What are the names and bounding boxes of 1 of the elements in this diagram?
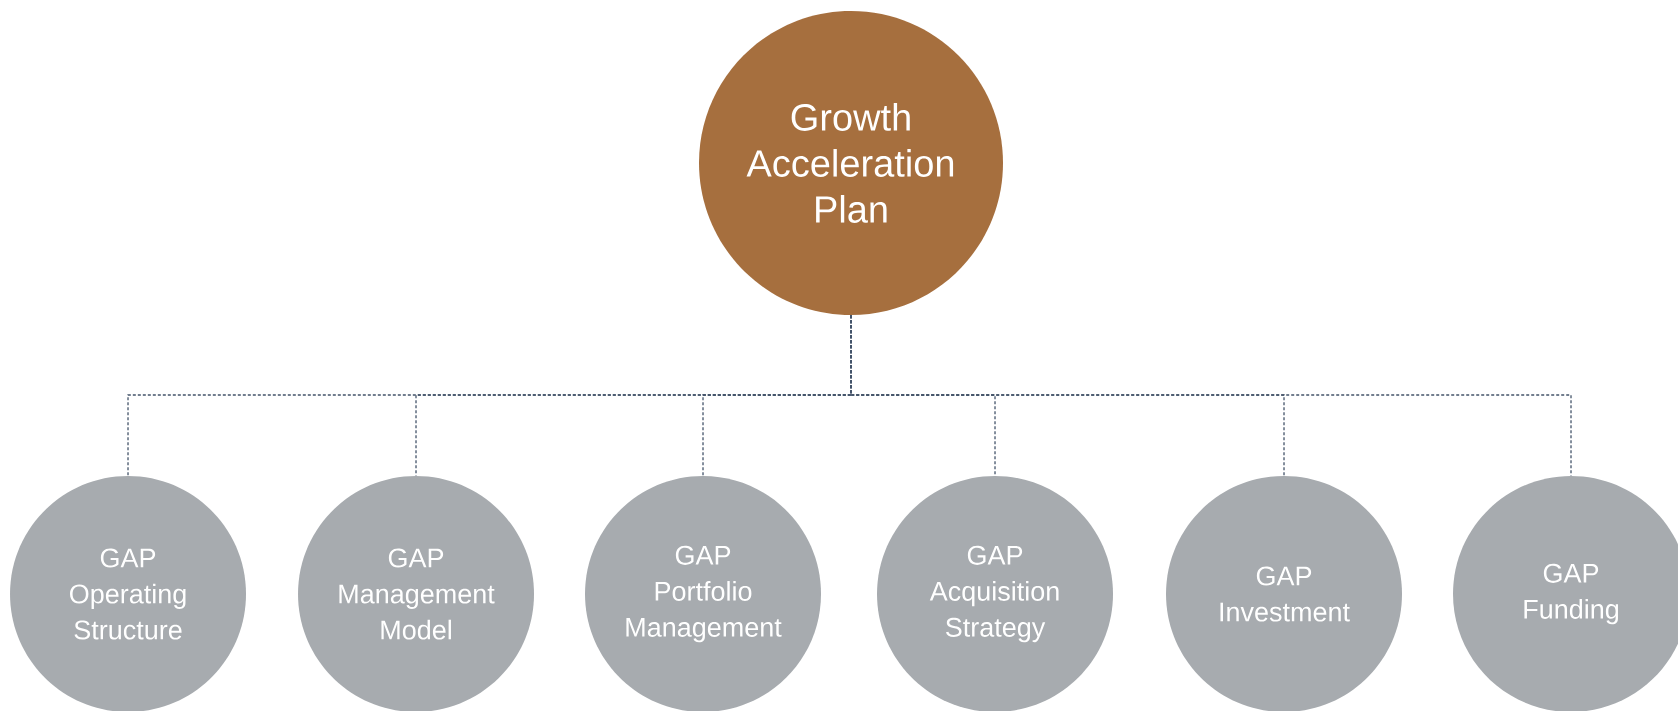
- connector-line: [850, 314, 1572, 477]
